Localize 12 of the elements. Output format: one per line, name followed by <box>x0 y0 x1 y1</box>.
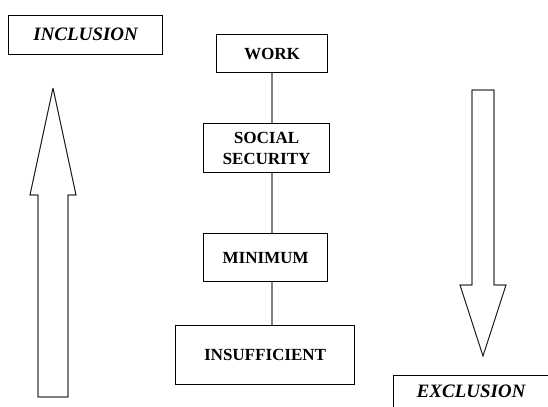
box-label: INSUFFICIENT <box>203 344 327 366</box>
label-box <box>175 325 355 385</box>
label-box <box>203 123 330 173</box>
label-box <box>216 34 328 73</box>
label-box <box>393 375 548 407</box>
label-box <box>203 233 328 282</box>
box-label: INCLUSION <box>32 23 140 47</box>
box-label: WORK <box>243 42 301 64</box>
box-label: MINIMUM <box>222 246 310 268</box>
box-label: SOCIAL SECURITY <box>222 126 312 170</box>
label-box <box>8 15 163 55</box>
box-label: EXCLUSION <box>416 380 527 404</box>
